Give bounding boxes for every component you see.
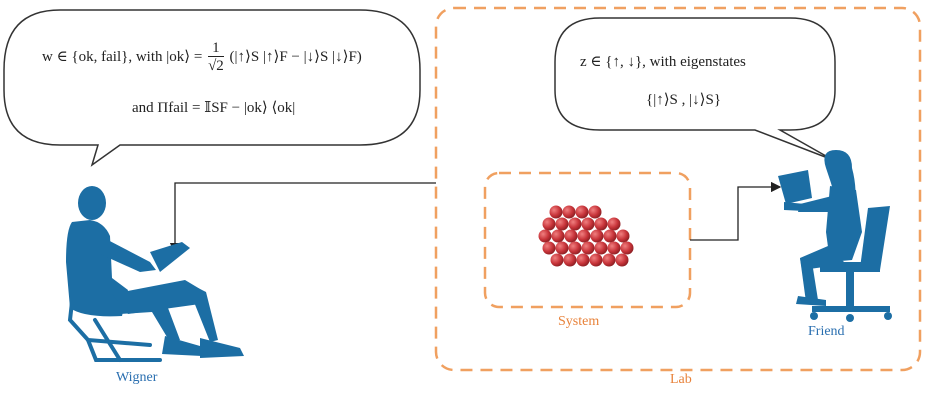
particle-sphere bbox=[589, 253, 603, 267]
arrow-lab-to-wigner bbox=[169, 182, 436, 254]
friend-label: Friend bbox=[808, 324, 845, 339]
friend-bubble-line1: z ∈ {↑, ↓}, with eigenstates bbox=[580, 54, 746, 70]
particle-sphere bbox=[616, 229, 630, 243]
wigner-label: Wigner bbox=[116, 370, 158, 385]
particle-sphere bbox=[590, 229, 604, 243]
particle-sphere bbox=[581, 217, 595, 231]
particle-sphere bbox=[550, 253, 564, 267]
particle-sphere bbox=[576, 253, 590, 267]
particle-sphere bbox=[542, 241, 556, 255]
particle-sphere bbox=[563, 253, 577, 267]
lab-label: Lab bbox=[670, 372, 692, 387]
particle-sphere bbox=[602, 253, 616, 267]
particle-sphere bbox=[564, 229, 578, 243]
particle-sphere bbox=[568, 217, 582, 231]
wigner-line1-lhs: w ∈ {ok, fail}, with |ok⟩ = bbox=[42, 48, 207, 65]
friend-speech-bubble bbox=[554, 17, 836, 161]
particle-sphere bbox=[555, 217, 569, 231]
particle-sphere bbox=[603, 229, 617, 243]
particle-sphere bbox=[549, 205, 563, 219]
particle-sphere bbox=[607, 241, 621, 255]
system-label: System bbox=[558, 314, 600, 329]
wigner-bubble-line2: and Πfail = 𝕀SF − |ok⟩ ⟨ok| bbox=[132, 100, 296, 116]
wigner-person-icon bbox=[66, 186, 244, 362]
particle-sphere bbox=[607, 217, 621, 231]
particle-sphere bbox=[594, 217, 608, 231]
arrow-system-to-friend bbox=[690, 181, 782, 241]
particle-sphere bbox=[620, 241, 634, 255]
particle-sphere bbox=[542, 217, 556, 231]
particle-sphere bbox=[575, 205, 589, 219]
fraction-denominator: √2 bbox=[208, 58, 224, 74]
lab-box bbox=[434, 6, 922, 372]
particle-sphere bbox=[577, 229, 591, 243]
particle-sphere bbox=[581, 241, 595, 255]
particle-sphere bbox=[551, 229, 565, 243]
friend-person-icon bbox=[778, 150, 892, 322]
fraction: 1 √2 bbox=[208, 40, 224, 75]
particle-sphere bbox=[588, 205, 602, 219]
particle-cluster bbox=[538, 205, 634, 267]
fraction-numerator: 1 bbox=[208, 40, 224, 57]
particle-sphere bbox=[538, 229, 552, 243]
particle-sphere bbox=[555, 241, 569, 255]
particle-sphere bbox=[594, 241, 608, 255]
particle-sphere bbox=[562, 205, 576, 219]
particle-sphere bbox=[615, 253, 629, 267]
particle-sphere bbox=[568, 241, 582, 255]
wigner-line1-rhs: (|↑⟩S |↑⟩F − |↓⟩S |↓⟩F) bbox=[229, 48, 362, 65]
friend-bubble-line2: {|↑⟩S , |↓⟩S} bbox=[646, 92, 722, 108]
wigner-speech-bubble bbox=[3, 9, 421, 167]
wigner-bubble-line1: w ∈ {ok, fail}, with |ok⟩ = 1 √2 (|↑⟩S |… bbox=[42, 40, 362, 75]
